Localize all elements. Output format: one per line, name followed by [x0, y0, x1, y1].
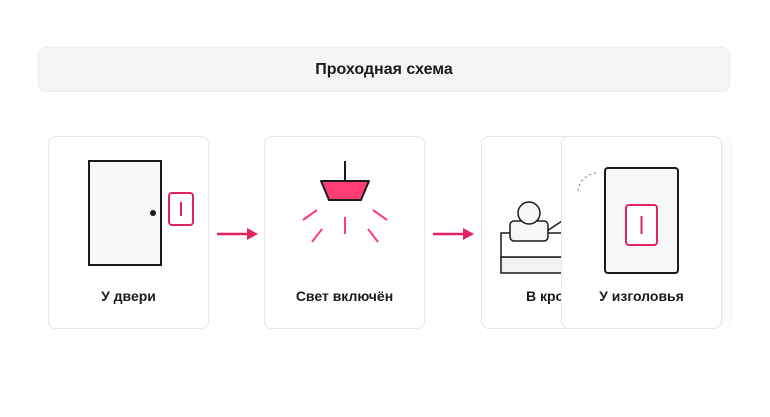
diagram-title: Проходная схема: [315, 60, 453, 78]
step-label: У двери: [101, 288, 156, 304]
title-bar: Проходная схема: [38, 47, 730, 92]
person-in-bed-icon: [500, 201, 572, 274]
ceiling-lamp-on-icon: [302, 161, 388, 243]
arrow-right-icon: [217, 228, 258, 240]
step-card-light-on: Свет включён: [264, 136, 425, 329]
step-label: В кро: [526, 288, 565, 304]
door-with-switch-icon: [88, 160, 194, 266]
step-card-door: У двери: [48, 136, 209, 329]
step-label: У изголовья: [599, 288, 684, 304]
arrow-right-icon: [433, 228, 474, 240]
step-card-bedside: У изголовья: [561, 136, 722, 329]
card-shadow-edge: [722, 136, 731, 329]
wall-switch-icon: [577, 167, 679, 274]
step-label: Свет включён: [295, 288, 394, 304]
